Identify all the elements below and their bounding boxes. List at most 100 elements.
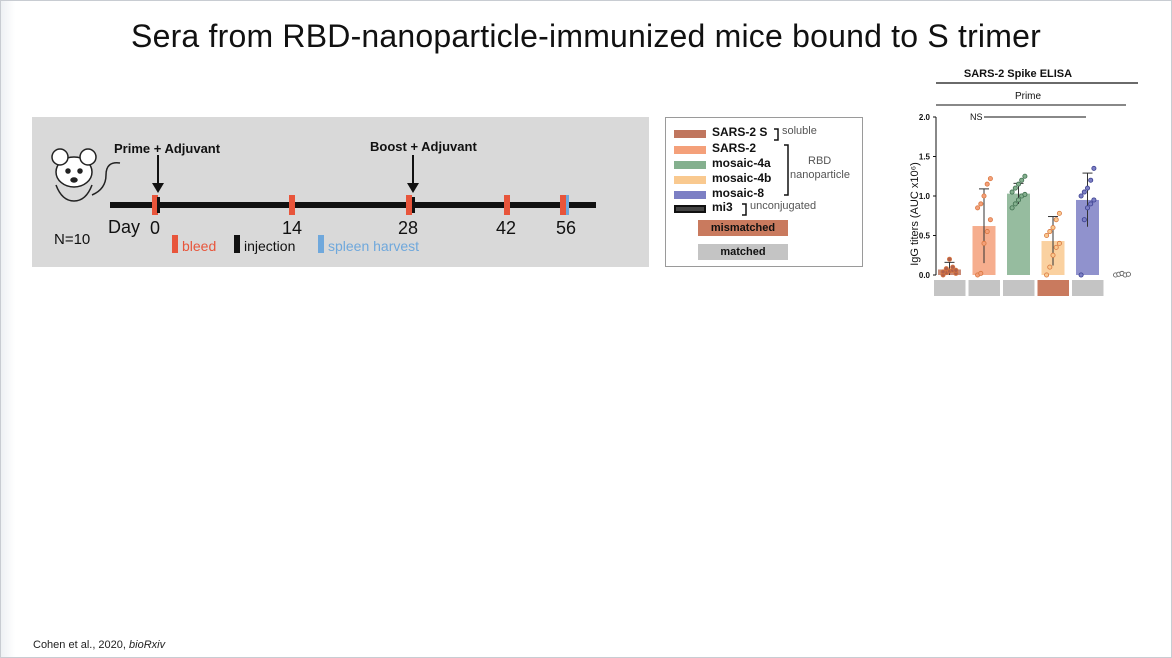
legend-label-mosaic8: mosaic-8 (712, 186, 765, 200)
boost-label: Boost + Adjuvant (370, 139, 477, 154)
legend-unconjugated-note: unconjugated (750, 200, 817, 212)
bleed-mark-day14 (289, 195, 295, 215)
data-point (1019, 177, 1025, 183)
match-cell-mismatched (1037, 280, 1069, 296)
bleed-mark-day56 (560, 195, 566, 215)
key-injection-label: injection (244, 238, 296, 254)
immunogen-legend: SARS-2 S SARS-2 mosaic-4a mosaic-4b mosa… (665, 117, 863, 267)
bar-mosaic-4a (1007, 193, 1030, 275)
data-point (1053, 217, 1059, 223)
matched-pill: matched (698, 244, 788, 260)
citation: Cohen et al., 2020, bioRxiv (33, 639, 165, 651)
legend-swatch-sars2 (674, 146, 706, 154)
data-point (1125, 271, 1131, 277)
legend-label-sars2s: SARS-2 S (712, 125, 768, 139)
legend-swatch-mosaic8 (674, 191, 706, 199)
data-point (947, 256, 953, 262)
y-tick-label: 0.0 (919, 271, 931, 280)
data-point (1016, 197, 1022, 203)
legend-nanoparticle-note: nanoparticle (790, 169, 850, 181)
legend-swatch-mosaic4b (674, 176, 706, 184)
mismatched-pill: mismatched (698, 220, 788, 236)
data-point (943, 266, 949, 272)
data-point (1088, 201, 1094, 207)
timeline-graphic (51, 148, 596, 253)
legend-brackets (742, 128, 789, 216)
data-points (940, 165, 1131, 278)
match-cell-matched (934, 280, 966, 296)
data-point (1012, 185, 1018, 191)
ns-label: NS (970, 112, 983, 122)
match-cell-matched (968, 280, 1000, 296)
data-point (1044, 232, 1050, 238)
y-tick-label: 2.0 (919, 113, 931, 122)
data-point (975, 205, 981, 211)
data-point (1016, 181, 1022, 187)
data-point (1081, 217, 1087, 223)
data-point (953, 267, 959, 273)
data-point (1022, 191, 1028, 197)
data-point (1056, 210, 1062, 216)
n-label: N=10 (54, 231, 91, 248)
legend-label-mi3: mi3 (712, 200, 733, 214)
data-point (981, 193, 987, 199)
data-point (1091, 197, 1097, 203)
data-point (981, 240, 987, 246)
data-point (1047, 264, 1053, 270)
legend-swatch-mi3 (674, 205, 706, 213)
data-point (1084, 205, 1090, 211)
y-tick-label: 1.0 (919, 192, 931, 201)
key-injection-swatch (234, 235, 240, 253)
day-tick-14: 14 (282, 218, 303, 238)
timeline-axis (110, 202, 596, 208)
key-spleen-label: spleen harvest (328, 238, 420, 254)
group-label: Prime (1015, 91, 1042, 102)
data-point (1009, 205, 1015, 211)
y-ticks: 0.0 0.5 1.0 1.5 2.0 (919, 113, 936, 280)
legend-rbd-note: RBD (808, 155, 832, 167)
data-point (978, 201, 984, 207)
prime-arrowhead (152, 183, 164, 193)
data-point (1044, 272, 1050, 278)
data-point (1012, 201, 1018, 207)
data-point (984, 229, 990, 235)
citation-journal: bioRxiv (129, 639, 166, 651)
prime-label: Prime + Adjuvant (114, 141, 221, 156)
data-point (940, 269, 946, 275)
data-point (1047, 229, 1053, 235)
injection-mark-day28 (412, 197, 415, 213)
legend-swatch-sars2s (674, 130, 706, 138)
data-point (1050, 225, 1056, 231)
bars (938, 172, 1099, 275)
bleed-mark-day28 (406, 195, 412, 215)
bleed-mark-day0 (152, 195, 158, 215)
match-cell-matched (1072, 280, 1104, 296)
data-point (1022, 173, 1028, 179)
data-point (984, 181, 990, 187)
y-axis-label: IgG titers (AUC x10⁶) (909, 162, 921, 266)
legend-soluble-note: soluble (782, 125, 817, 137)
match-bar (934, 280, 1104, 296)
mouse-icon (51, 148, 121, 202)
data-point (987, 217, 993, 223)
day-tick-28: 28 (398, 218, 419, 238)
day-label: Day (108, 217, 141, 237)
citation-authors: Cohen et al., 2020, (33, 639, 130, 651)
data-point (950, 264, 956, 270)
bleed-mark-day42 (504, 195, 510, 215)
data-point (1084, 185, 1090, 191)
y-tick-label: 1.5 (919, 153, 931, 162)
spleen-harvest-mark (566, 195, 569, 215)
injection-mark-day0 (157, 197, 160, 213)
day-tick-42: 42 (496, 218, 517, 238)
day-tick-0: 0 (150, 218, 161, 238)
legend-label-sars2: SARS-2 (712, 141, 757, 155)
data-point (978, 270, 984, 276)
legend-label-mosaic4b: mosaic-4b (712, 171, 772, 185)
key-spleen-swatch (318, 235, 324, 253)
key-bleed-swatch (172, 235, 178, 253)
data-point (1053, 244, 1059, 250)
data-point (1050, 252, 1056, 258)
y-tick-label: 0.5 (919, 232, 931, 241)
